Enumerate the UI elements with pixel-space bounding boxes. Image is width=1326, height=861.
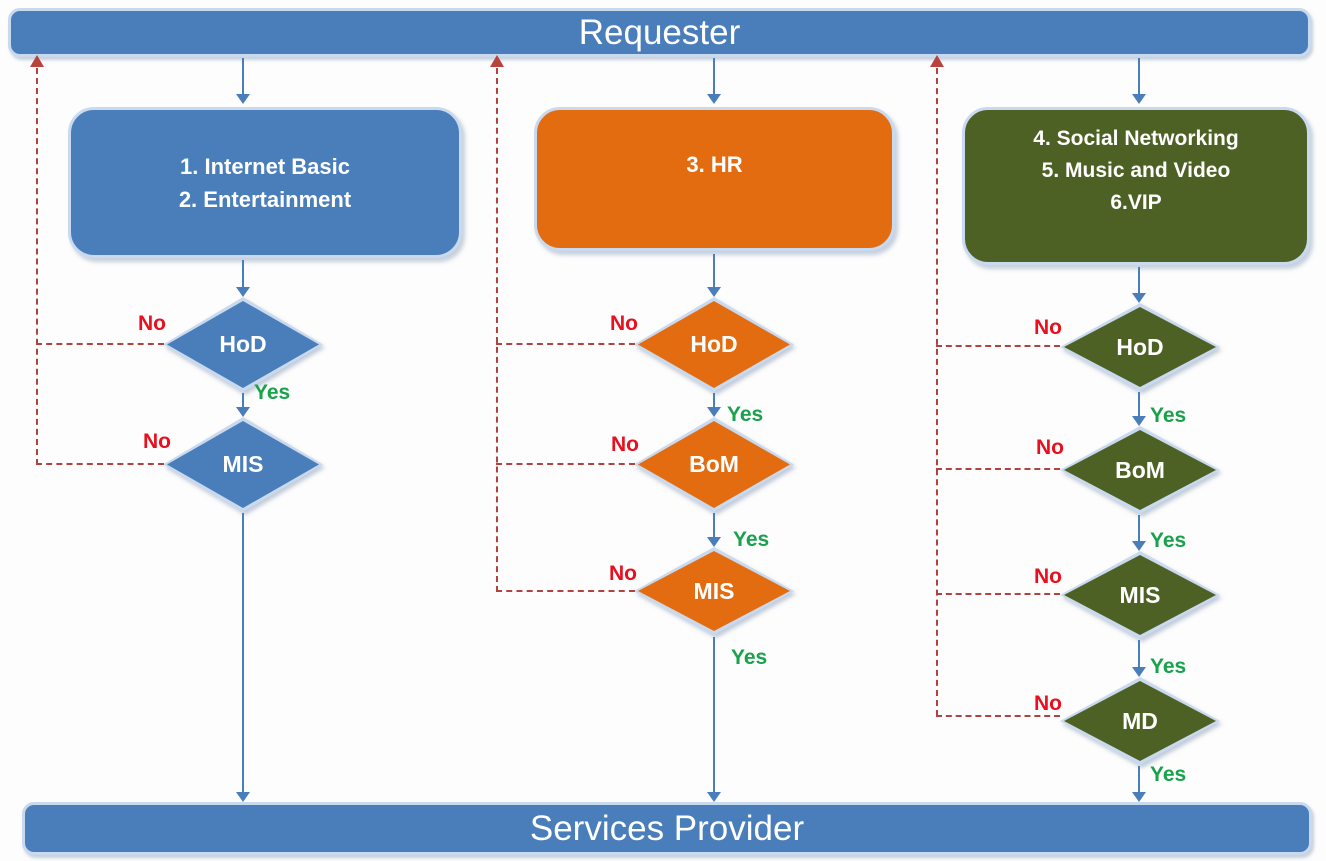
service-box-social-music-vip: 4. Social Networking 5. Music and Video …: [962, 107, 1310, 265]
decision-col3-mis: MIS: [1060, 551, 1220, 639]
no-label-col1-mis: No: [143, 430, 171, 453]
no-return-branch-col2-hod: [496, 343, 635, 345]
services-provider-label: Services Provider: [529, 808, 805, 848]
no-return-branch-col3-hod: [936, 345, 1060, 347]
no-return-branch-col2-bom: [496, 463, 635, 465]
flow-arrow-hod-to-bom-col2: [707, 393, 721, 417]
flow-arrow-requester-to-box1: [236, 58, 250, 104]
service-box-line: 1. Internet Basic: [180, 153, 350, 179]
no-label-col3-hod: No: [1034, 316, 1062, 339]
decision-col1-hod: HoD: [163, 297, 323, 392]
decision-col2-mis: MIS: [634, 547, 794, 635]
flow-arrow-mis-to-md-col3: [1132, 640, 1146, 677]
decision-label: MD: [1122, 707, 1158, 734]
service-box-hr: 3. HR: [534, 107, 895, 251]
yes-label-col2-bom: Yes: [733, 528, 770, 551]
service-box-line: 6.VIP: [1110, 191, 1162, 214]
decision-col3-hod: HoD: [1060, 303, 1220, 391]
no-return-line-col2: [490, 55, 504, 592]
requester-label: Requester: [578, 12, 741, 52]
decision-label: MIS: [1119, 581, 1161, 608]
flow-arrow-box3-to-hod: [1132, 267, 1146, 303]
no-return-branch-col3-mis: [936, 593, 1060, 595]
service-box-line: 5. Music and Video: [1041, 159, 1231, 182]
flow-arrow-requester-to-box3: [1132, 58, 1146, 104]
no-return-branch-col3-md: [936, 715, 1060, 717]
decision-label: BoM: [1115, 456, 1165, 483]
flow-arrow-col1-to-provider: [236, 513, 250, 802]
no-label-col3-md: No: [1034, 692, 1062, 715]
no-return-branch-col3-bom: [936, 468, 1060, 470]
service-box-internet-entertainment: 1. Internet Basic 2. Entertainment: [68, 107, 462, 258]
no-label-col2-bom: No: [611, 433, 639, 456]
yes-label-col3-md: Yes: [1150, 763, 1187, 786]
no-label-col2-mis: No: [609, 562, 637, 585]
flow-arrow-box1-to-hod: [236, 260, 250, 297]
flow-arrow-bom-to-mis-col3: [1132, 515, 1146, 551]
decision-label: HoD: [1116, 333, 1164, 360]
yes-label-col3-bom: Yes: [1150, 529, 1187, 552]
decision-label: HoD: [219, 331, 267, 357]
yes-label-col3-mis: Yes: [1150, 655, 1187, 678]
no-label-col3-bom: No: [1036, 436, 1064, 459]
flow-arrow-bom-to-mis-col2: [707, 513, 721, 547]
decision-label: MIS: [222, 451, 264, 477]
requester-bar: Requester: [8, 8, 1311, 57]
service-box-line: 3. HR: [686, 151, 743, 177]
yes-label-col1-hod: Yes: [254, 381, 291, 404]
decision-col1-mis: MIS: [163, 417, 323, 512]
flow-arrow-box2-to-hod: [707, 254, 721, 297]
no-label-col1-hod: No: [138, 312, 166, 335]
service-box-line: 4. Social Networking: [1033, 127, 1239, 150]
decision-col2-hod: HoD: [634, 297, 794, 392]
decision-col3-md: MD: [1060, 677, 1220, 765]
decision-col3-bom: BoM: [1060, 426, 1220, 514]
no-return-line-col3: [930, 55, 944, 716]
no-return-branch-col1-hod: [36, 343, 164, 345]
no-return-line-col1: [30, 55, 44, 465]
yes-label-col2-mis: Yes: [731, 646, 768, 669]
no-label-col2-hod: No: [610, 312, 638, 335]
decision-label: HoD: [690, 331, 738, 357]
no-label-col3-mis: No: [1034, 565, 1062, 588]
no-return-branch-col2-mis: [496, 590, 635, 592]
services-provider-bar: Services Provider: [22, 802, 1312, 855]
decision-label: MIS: [693, 577, 735, 604]
flow-arrow-hod-to-mis-col1: [236, 393, 250, 417]
service-box-line: 2. Entertainment: [178, 186, 352, 212]
flow-arrow-hod-to-bom-col3: [1132, 392, 1146, 426]
decision-col2-bom: BoM: [634, 417, 794, 512]
decision-label: BoM: [689, 451, 739, 477]
no-return-branch-col1-mis: [36, 463, 164, 465]
flow-arrow-col3-to-provider: [1132, 766, 1146, 802]
yes-label-col3-hod: Yes: [1150, 404, 1187, 427]
flow-arrow-col2-to-provider: [707, 637, 721, 802]
flow-arrow-requester-to-box2: [707, 58, 721, 104]
